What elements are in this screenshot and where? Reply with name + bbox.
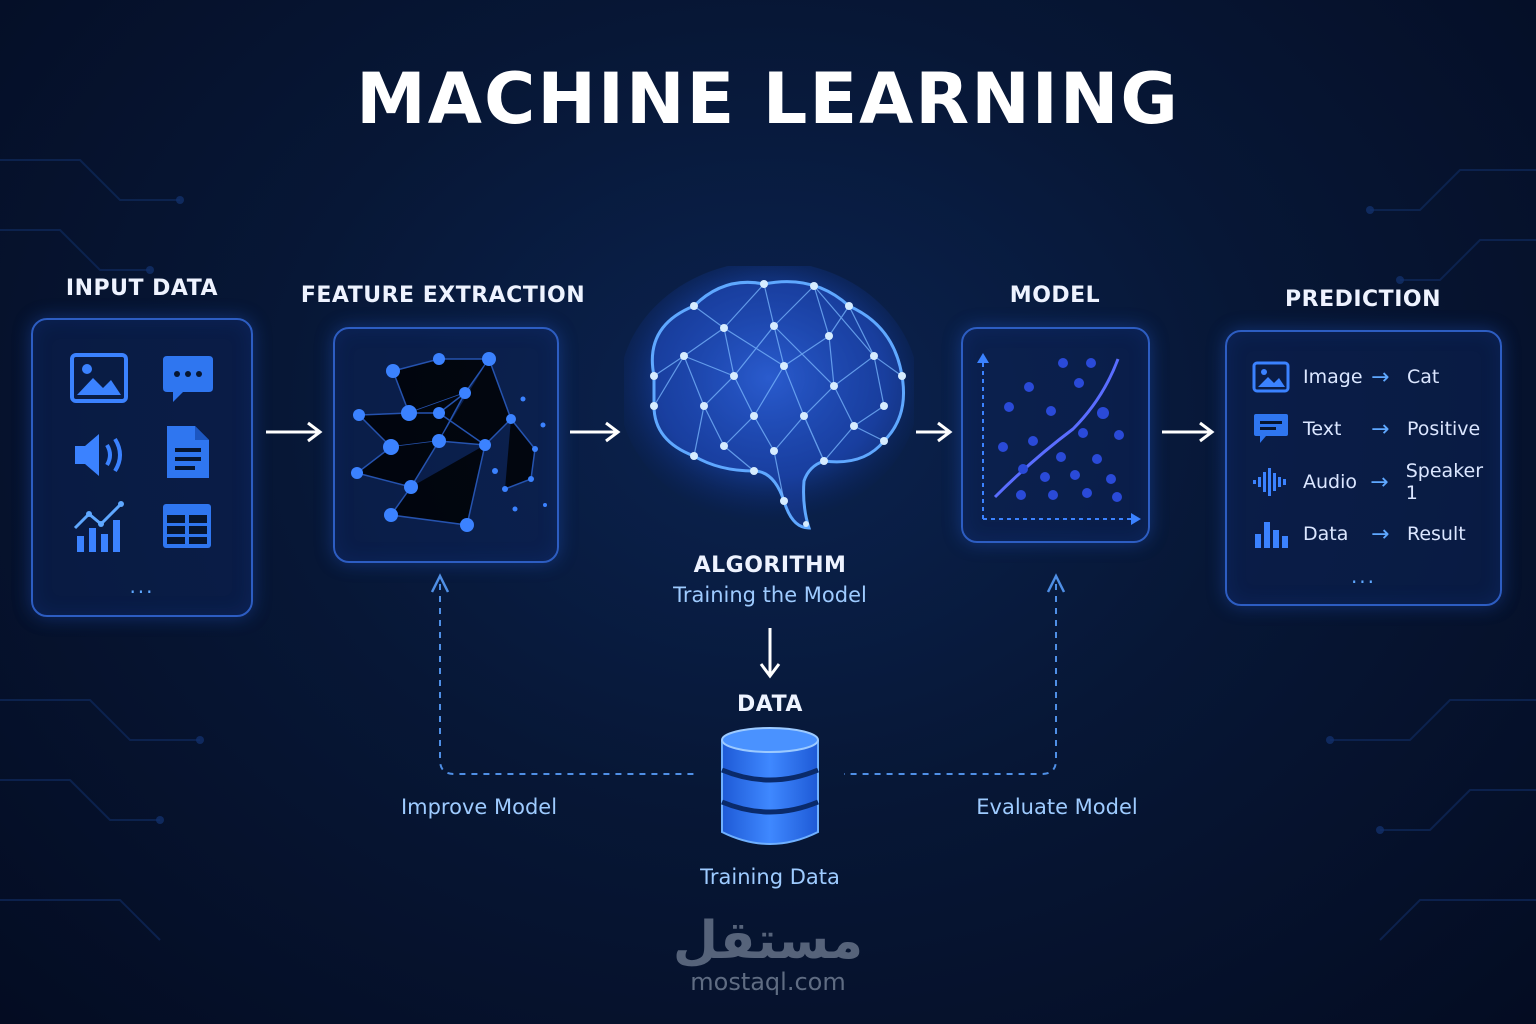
feature-extraction-panel [333, 327, 559, 563]
prediction-output-label: Speaker 1 [1405, 460, 1484, 504]
prediction-title: PREDICTION [1285, 287, 1441, 312]
data-title: DATA [737, 692, 803, 717]
input-data-title: INPUT DATA [65, 276, 219, 301]
image-icon [1252, 361, 1290, 393]
prediction-output-label: Cat [1407, 366, 1440, 388]
arrow-right-icon: → [1370, 469, 1389, 495]
chat-icon [163, 356, 213, 402]
brain-network-icon [624, 266, 914, 530]
arrow-right-icon: → [1371, 364, 1390, 390]
prediction-input-label: Audio [1303, 471, 1358, 493]
model-title: MODEL [1009, 283, 1101, 308]
algorithm-subtitle: Training the Model [673, 583, 867, 607]
watermark-site: mostaql.com [690, 968, 846, 996]
arrow-algorithm-to-model [916, 421, 953, 443]
prediction-input-label: Image [1303, 366, 1363, 388]
model-panel [961, 327, 1150, 543]
improve-model-label: Improve Model [400, 795, 558, 819]
chat-icon [1254, 414, 1288, 443]
page-title: MACHINE LEARNING [356, 58, 1180, 140]
arrow-right-icon: → [1371, 416, 1390, 442]
algorithm-title: ALGORITHM [693, 553, 847, 578]
watermark-arabic: مستقل [672, 911, 864, 971]
arrow-algorithm-to-data [759, 628, 781, 679]
line-chart-icon [73, 501, 124, 552]
evaluate-model-label: Evaluate Model [976, 795, 1138, 819]
arrow-feature-to-algorithm [570, 421, 621, 443]
input-data-panel: ... [31, 318, 253, 617]
feature-extraction-title: FEATURE EXTRACTION [300, 283, 586, 308]
prediction-panel: Image → Cat Text → Positive Audio [1225, 330, 1502, 606]
watermark-logo: مستقل mostaql.com [640, 912, 896, 996]
feature-network-graphic [351, 352, 547, 532]
prediction-input-label: Data [1303, 523, 1349, 545]
prediction-row-text: Text → Positive [1251, 409, 1480, 449]
arrow-right-icon: → [1371, 521, 1390, 547]
prediction-row-audio: Audio → Speaker 1 [1251, 460, 1500, 504]
prediction-output-label: Positive [1407, 418, 1481, 440]
arrow-model-to-prediction [1162, 421, 1215, 443]
prediction-input-label: Text [1303, 418, 1342, 440]
bar-chart-icon [1255, 522, 1288, 548]
speaker-icon [75, 434, 122, 476]
prediction-output-label: Result [1407, 523, 1466, 545]
prediction-row-image: Image → Cat [1251, 357, 1439, 397]
feedback-loop-lines [430, 573, 1066, 775]
image-icon [70, 353, 128, 403]
prediction-more: ... [1350, 564, 1377, 588]
table-icon [163, 504, 211, 548]
document-icon [167, 426, 209, 478]
model-scatter-plot [977, 353, 1141, 525]
database-icon [721, 727, 819, 845]
prediction-row-data: Data → Result [1251, 514, 1466, 554]
audio-wave-icon [1253, 468, 1286, 496]
training-data-caption: Training Data [700, 865, 840, 889]
arrow-input-to-feature [266, 421, 323, 443]
input-more: ... [129, 574, 155, 598]
